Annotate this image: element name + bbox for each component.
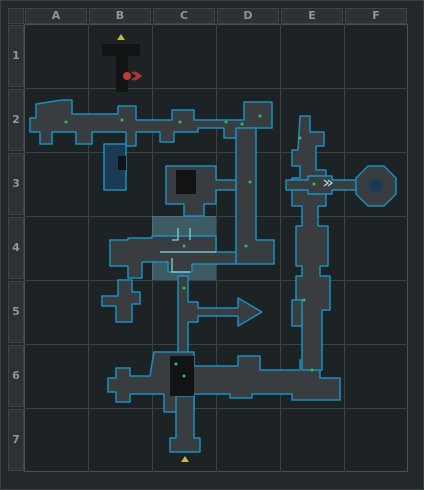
column-header-c: C: [153, 8, 215, 24]
column-header-d: D: [217, 8, 279, 24]
room-b5: [101, 279, 141, 323]
triangle-marker-icon[interactable]: [117, 34, 125, 40]
room-c3-dark: [176, 170, 196, 194]
row-header-2: 2: [8, 89, 24, 151]
room-f3-core: [369, 179, 383, 193]
row-header-1: 1: [8, 25, 24, 87]
extraction-arrow-icon[interactable]: [323, 179, 333, 187]
loot-dots: [64, 114, 316, 378]
row-header-7: 7: [8, 409, 24, 471]
grid-corner: [8, 8, 24, 24]
column-header-e: E: [281, 8, 343, 24]
corridor-c5: [177, 275, 263, 357]
triangle-marker-icon[interactable]: [181, 456, 189, 462]
room-b3-dark: [118, 156, 126, 170]
current-cell-walls: [160, 228, 216, 273]
room-b3: [103, 143, 127, 191]
corridor-c7: [169, 395, 201, 453]
corridor-row6: [107, 351, 341, 413]
row-header-4: 4: [8, 217, 24, 279]
dark-areas: [102, 44, 383, 396]
corridor-row4: [109, 235, 237, 279]
column-header-b: B: [89, 8, 151, 24]
column-header-a: A: [25, 8, 87, 24]
room-e5: [291, 299, 303, 327]
corridor-row2: [29, 99, 273, 147]
corridor-e-vertical: [291, 115, 331, 371]
room-c6-dark: [170, 356, 194, 396]
room-b1-dark: [102, 44, 140, 92]
dungeon-rooms: [29, 99, 397, 453]
column-header-f: F: [345, 8, 407, 24]
row-header-3: 3: [8, 153, 24, 215]
corridor-d-vertical: [235, 127, 275, 265]
row-header-5: 5: [8, 281, 24, 343]
row-header-6: 6: [8, 345, 24, 407]
player-marker-icon[interactable]: [123, 71, 143, 81]
